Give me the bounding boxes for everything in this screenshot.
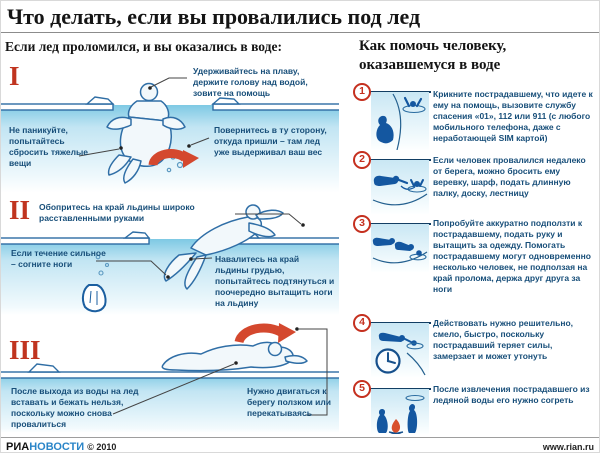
shore-line <box>392 93 402 150</box>
turn-back-arrow-icon <box>148 149 199 168</box>
step-3-badge: 3 <box>353 215 371 233</box>
step-1-illustration <box>371 92 429 150</box>
ice-hole <box>405 394 425 402</box>
step-5-text: После извлечения пострадавшего из ледяно… <box>433 384 590 406</box>
leader-dots <box>119 86 191 150</box>
warming-people-silhouette <box>376 404 418 433</box>
ice-hole <box>406 342 424 350</box>
victim-in-hole <box>402 96 426 114</box>
section-1-numeral: I <box>9 61 20 91</box>
title-divider <box>1 32 599 33</box>
ice-sheet <box>1 363 339 379</box>
copyright-text: © 2010 <box>87 442 117 452</box>
step-1-badge: 1 <box>353 83 371 101</box>
step-2-illustration <box>371 160 429 214</box>
shore-line <box>406 352 426 376</box>
rescuer-silhouette <box>373 175 409 186</box>
step-3-text: Попробуйте аккуратно подползти к пострад… <box>433 218 591 295</box>
tip-stay-afloat: Удерживайтесь на плаву, держите голову н… <box>193 66 308 99</box>
rescuer-silhouette <box>376 115 394 144</box>
step-5-illustration <box>371 389 429 434</box>
page-title: Что делать, если вы провалились под лед <box>7 4 421 29</box>
leader-lines <box>112 328 328 416</box>
sinking-bag <box>81 254 110 313</box>
ice-shelf <box>1 96 339 111</box>
leader-lines <box>96 213 302 276</box>
leader-dots <box>166 223 305 279</box>
section-2-numeral: II <box>9 195 31 225</box>
step-2-badge: 2 <box>353 151 371 169</box>
water <box>1 373 339 433</box>
victim-in-hole <box>407 179 427 193</box>
tip-lean-on-edge: Обопритесь на край льдины широко расстав… <box>39 202 195 224</box>
crawling-figure <box>161 341 308 372</box>
scene-fell-through-ice <box>1 77 339 193</box>
step-4-illustration <box>371 323 429 377</box>
left-column-heading: Если лед проломился, и вы оказались в во… <box>5 39 282 54</box>
victim-in-hole <box>409 250 427 261</box>
footer-divider <box>1 437 599 438</box>
right-column-heading: Как помочь человеку, оказавшемуся в воде <box>359 38 507 73</box>
rescuer-chain-silhouette <box>372 237 414 251</box>
shore-line <box>372 193 428 206</box>
step-4-badge: 4 <box>353 314 371 332</box>
tip-turn-back: Повернитесь в ту сторону, откуда пришли … <box>214 125 327 158</box>
scene-climb-onto-ice <box>1 204 339 315</box>
step-4-text: Действовать нужно решительно, смело, быс… <box>433 318 574 362</box>
swimmer-figure <box>106 82 186 184</box>
rescuer-chain-silhouette <box>378 332 417 346</box>
brand-logo: РИАНОВОСТИ © 2010 <box>6 441 117 453</box>
tip-strong-current: Если течение сильное – согните ноги <box>11 248 106 270</box>
scene-crawl-to-shore <box>1 323 339 433</box>
leader-lines <box>78 77 210 157</box>
brand-ria: РИА <box>6 441 30 453</box>
tip-chest-on-edge: Навалитесь на край льдины грудью, попыта… <box>215 254 335 309</box>
tip-crawl-or-roll: Нужно двигаться к берегу ползком или пер… <box>247 386 331 419</box>
brand-novosti: НОВОСТИ <box>29 441 85 453</box>
step-2-text: Если человек провалился недалеко от бере… <box>433 155 586 199</box>
clock-icon <box>375 348 401 374</box>
tip-dont-panic: Не паникуйте, попытайтесь сбросить тяжел… <box>9 125 88 169</box>
step-5-badge: 5 <box>353 380 371 398</box>
climbing-figure <box>163 204 284 290</box>
step-1-text: Крикните пострадавшему, что идете к ему … <box>433 89 593 144</box>
tip-dont-stand-up: После выхода из воды на лед вставать и б… <box>11 386 139 430</box>
campfire-icon <box>388 419 404 434</box>
roll-direction-arrow-icon <box>234 323 296 344</box>
step-3-illustration <box>371 224 429 272</box>
section-3-numeral: III <box>9 335 41 365</box>
leader-dots <box>234 327 299 365</box>
site-url: www.rian.ru <box>542 442 594 452</box>
